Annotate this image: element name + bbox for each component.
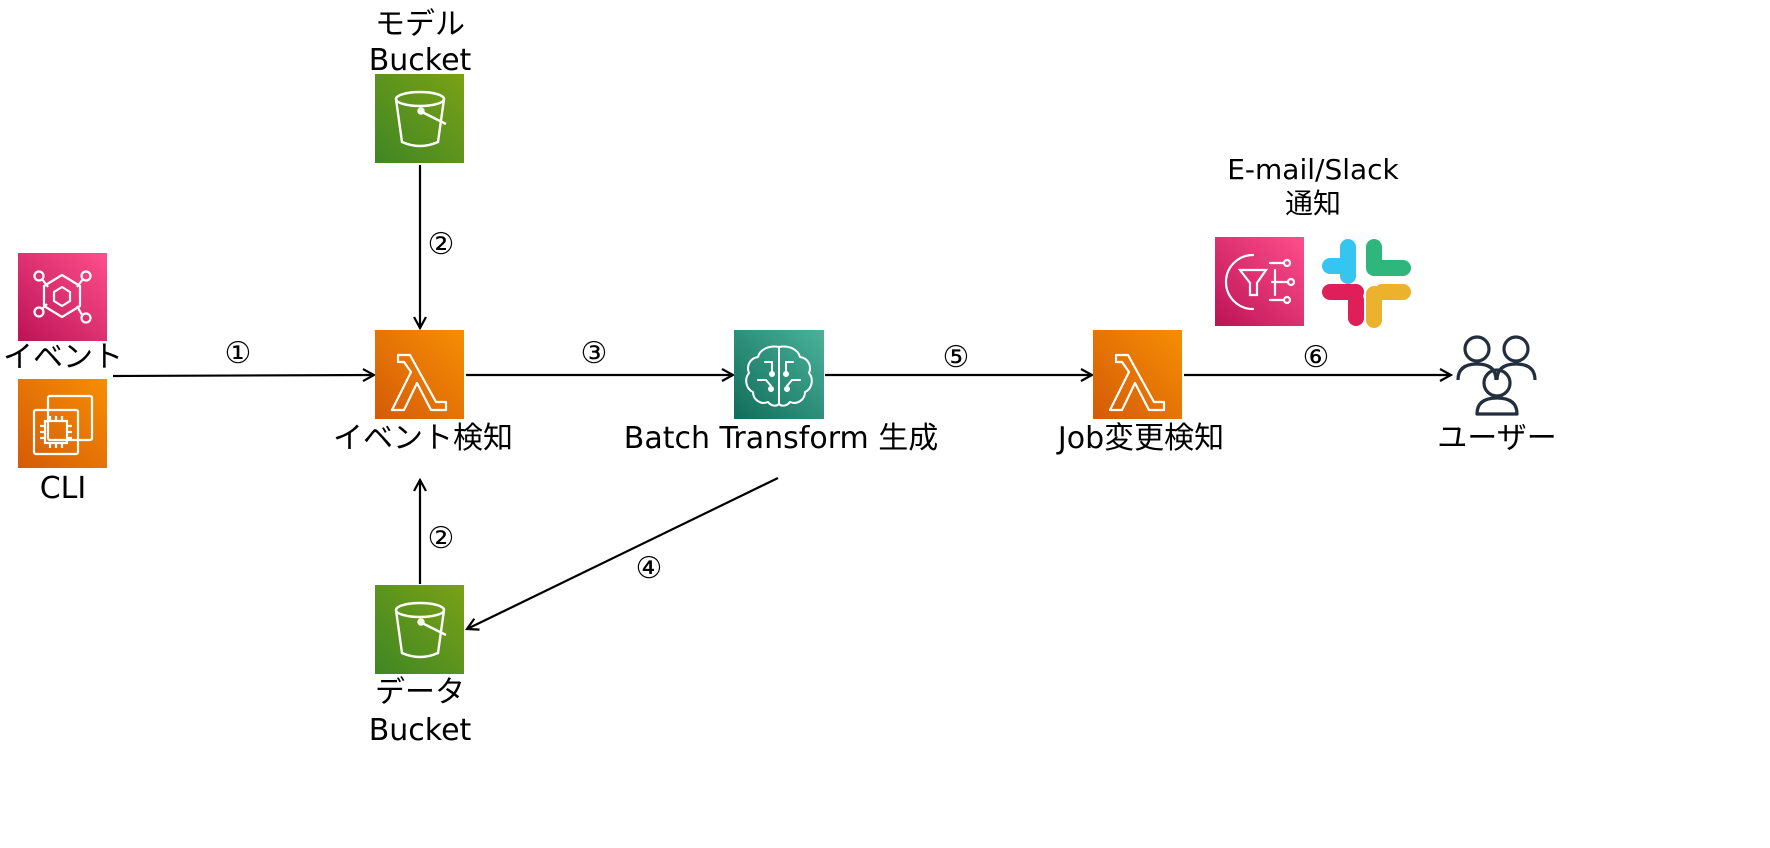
- lambda-icon: [1093, 330, 1182, 419]
- lambda-icon: [375, 330, 464, 419]
- sagemaker-label: Batch Transform 生成: [624, 421, 939, 456]
- notify-label-line2: 通知: [1285, 187, 1341, 220]
- event-lambda-node[interactable]: [375, 330, 464, 419]
- users-node[interactable]: [1456, 335, 1537, 416]
- slack-icon: [1322, 239, 1411, 328]
- model-bucket-label-line1: モデル: [375, 7, 465, 42]
- step-3-label: ③: [581, 336, 608, 371]
- users-icon: [1456, 335, 1537, 416]
- model-bucket-label-line2: Bucket: [369, 43, 472, 78]
- data-bucket-node[interactable]: [375, 585, 464, 674]
- job-lambda-node[interactable]: [1093, 330, 1182, 419]
- job-lambda-label: Job変更検知: [1056, 421, 1224, 456]
- step-5-label: ⑤: [943, 340, 970, 375]
- event-lambda-label: イベント検知: [333, 421, 513, 456]
- notify-label-line1: E-mail/Slack: [1227, 153, 1399, 186]
- data-bucket-label-line1: データ: [375, 675, 465, 710]
- eventbridge-icon: [18, 253, 107, 341]
- connectors: [112, 165, 1451, 629]
- cli-label: CLI: [40, 471, 87, 506]
- step-6-label: ⑥: [1303, 340, 1330, 375]
- arrow-step-4: [467, 477, 779, 629]
- step-1-label: ①: [225, 336, 252, 371]
- step-2-data-label: ②: [428, 521, 455, 556]
- users-label: ユーザー: [1437, 421, 1556, 456]
- step-4-label: ④: [636, 551, 663, 586]
- eventbridge-node[interactable]: [18, 253, 107, 341]
- sagemaker-node[interactable]: [734, 330, 824, 419]
- cli-node[interactable]: [18, 379, 107, 468]
- model-bucket-node[interactable]: [375, 74, 464, 163]
- sns-node[interactable]: [1215, 237, 1304, 326]
- sns-icon: [1215, 237, 1304, 326]
- s3-bucket-icon: [375, 74, 464, 163]
- step-2-model-label: ②: [428, 227, 455, 262]
- eventbridge-label: イベント: [3, 340, 123, 375]
- arrow-step-1: [112, 375, 374, 376]
- slack-node[interactable]: [1322, 239, 1411, 328]
- data-bucket-label-line2: Bucket: [369, 713, 472, 748]
- s3-bucket-icon: [375, 585, 464, 674]
